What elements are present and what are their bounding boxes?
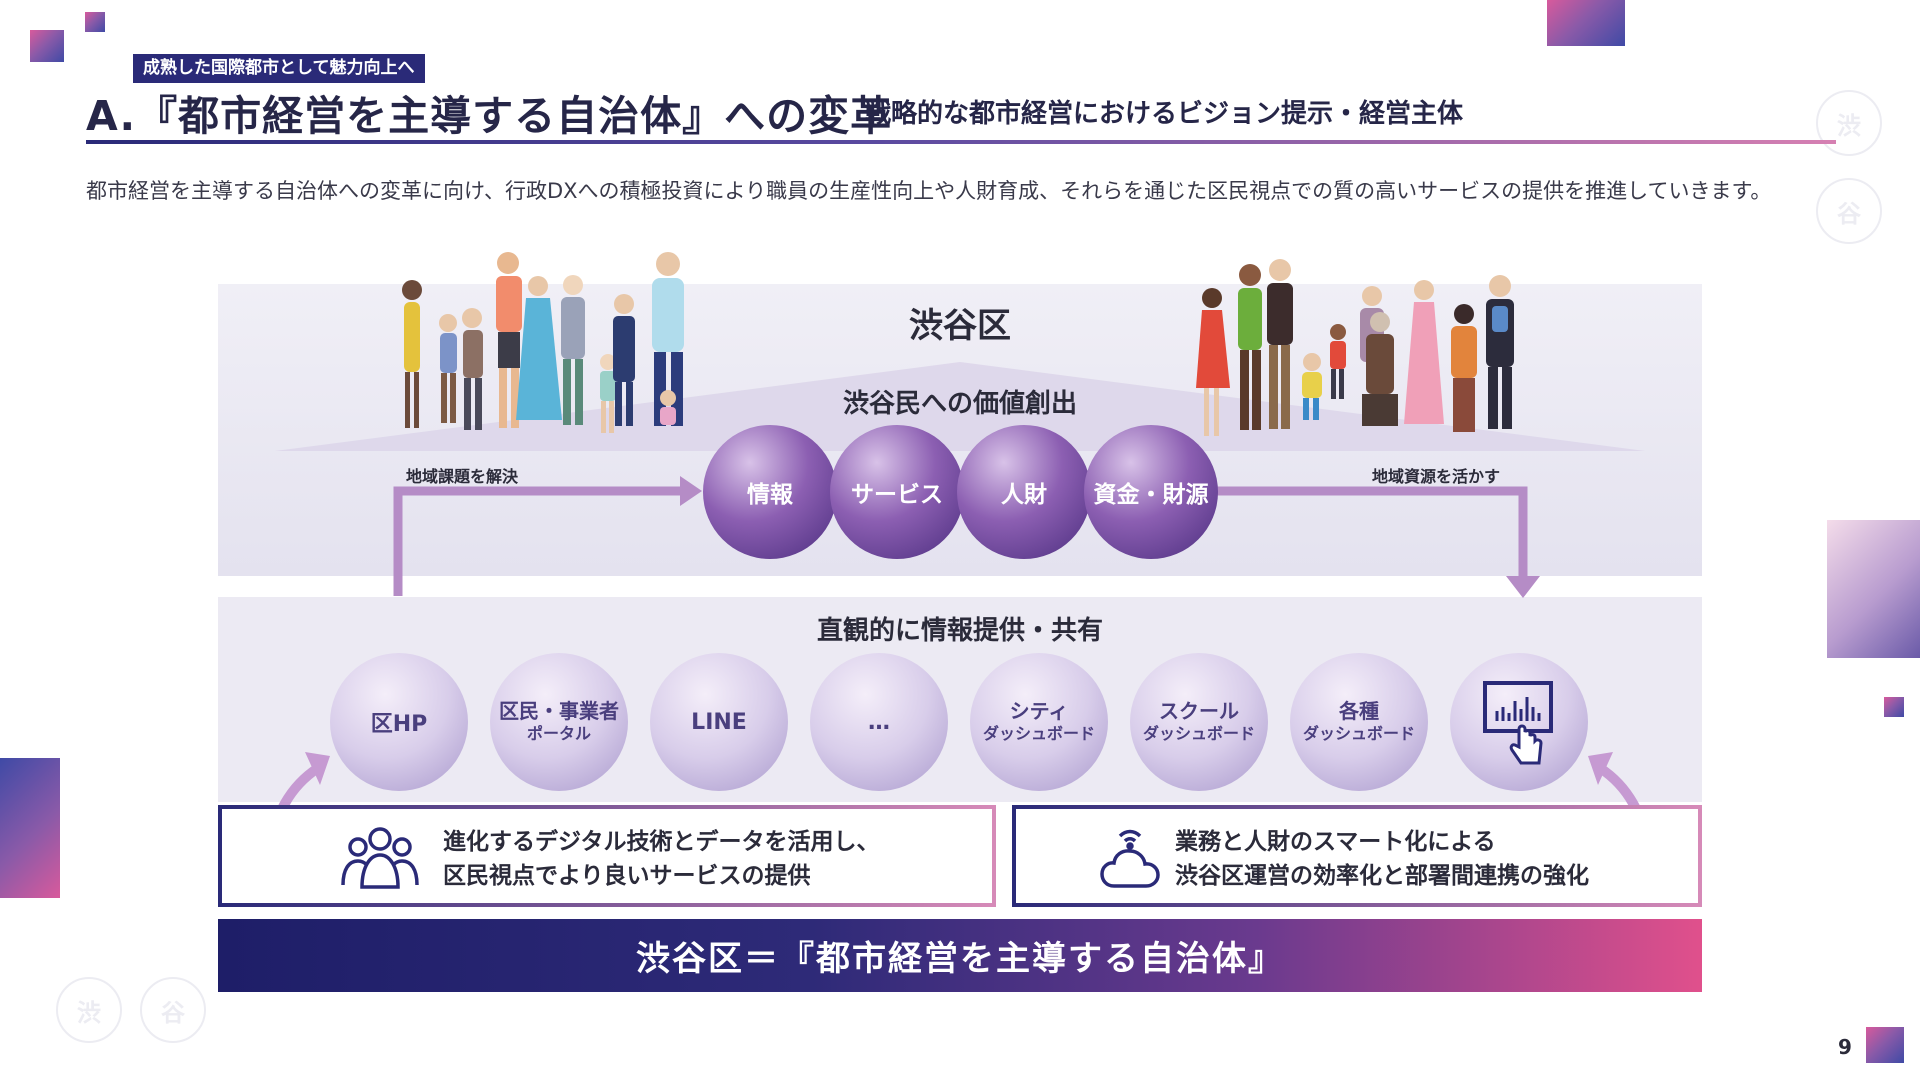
watermark-stamp: 谷 <box>140 977 206 1043</box>
page-number: 9 <box>1838 1035 1852 1059</box>
title-rule <box>86 140 1836 144</box>
value-creation-title: 渋谷民への価値創出 <box>842 389 1077 419</box>
conclusion-banner: 渋谷区＝『都市経営を主導する自治体』 <box>218 919 1702 992</box>
decor-square <box>85 12 105 32</box>
channel-label: 各種 <box>1339 699 1379 723</box>
channel-label: LINE <box>691 709 747 735</box>
curved-arrow-right-head <box>1588 752 1613 785</box>
flow-arrow-left <box>393 486 680 596</box>
citizens-illustration-left <box>402 252 684 433</box>
decor-square <box>0 758 60 898</box>
channel-school-dashboard: スクール ダッシュボード <box>1130 653 1268 791</box>
channel-label: … <box>868 709 890 735</box>
decor-square <box>30 30 64 62</box>
channel-line: LINE <box>650 653 788 791</box>
channel-sublabel: ダッシュボード <box>1302 724 1415 743</box>
digital-service-box <box>218 805 996 907</box>
curved-arrow-left-head <box>305 752 330 785</box>
roof-shape <box>275 362 1645 451</box>
decor-square <box>1547 0 1625 46</box>
digital-service-line1: 進化するデジタル技術とデータを活用し、 <box>443 829 880 855</box>
channel-resident-portal: 区民・事業者 ポータル <box>490 653 628 791</box>
page-title: A.『都市経営を主導する自治体』への変革 <box>86 92 893 140</box>
watermark-stamp: 渋 <box>56 977 122 1043</box>
watermark-stamp: 渋 <box>1816 90 1882 156</box>
channel-ward-hp: 区HP <box>330 653 468 791</box>
channel-more: … <box>810 653 948 791</box>
resource-orb-information: 情報 <box>703 425 837 559</box>
watermark-stamp: 谷 <box>1816 178 1882 244</box>
decor-square <box>1827 520 1920 658</box>
solve-issues-label: 地域課題を解決 <box>406 467 519 486</box>
leverage-resources-label: 地域資源を活かす <box>1372 467 1501 486</box>
channel-various-dashboards: 各種 ダッシュボード <box>1290 653 1428 791</box>
channel-city-dashboard: シティ ダッシュボード <box>970 653 1108 791</box>
smart-operation-line1: 業務と人財のスマート化による <box>1175 829 1496 855</box>
digital-service-line2: 区民視点でより良いサービスの提供 <box>443 863 811 889</box>
flow-arrow-right <box>1215 486 1528 576</box>
resource-orb-talent: 人財 <box>957 425 1091 559</box>
decor-square <box>1884 697 1904 717</box>
page-subtitle: 戦略的な都市経営におけるビジョン提示・経営主体 <box>865 99 1464 129</box>
channel-sublabel: ポータル <box>526 724 591 743</box>
channel-label: 区HP <box>370 712 428 737</box>
resource-orb-funding: 資金・財源 <box>1084 425 1218 559</box>
smart-operation-text: 業務と人財のスマート化による 渋谷区運営の効率化と部署間連携の強化 <box>1175 825 1589 893</box>
flow-arrow-left-head <box>680 476 702 506</box>
channel-dashboard-touch <box>1450 653 1588 791</box>
citizens-illustration-right <box>1196 259 1514 436</box>
decor-square <box>1866 1027 1904 1063</box>
channel-label: スクール <box>1159 699 1239 723</box>
channel-sublabel: ダッシュボード <box>982 724 1095 743</box>
category-tag: 成熟した国際都市として魅力向上へ <box>133 54 425 83</box>
wifi-cloud-icon <box>1100 829 1160 888</box>
district-name: 渋谷区 <box>909 306 1011 346</box>
smart-operation-box <box>1012 805 1702 907</box>
channel-label: シティ <box>1009 699 1069 723</box>
smart-operation-line2: 渋谷区運営の効率化と部署間連携の強化 <box>1175 863 1589 889</box>
flow-arrow-right-head <box>1506 576 1540 598</box>
resource-orb-service: サービス <box>830 425 964 559</box>
info-sharing-title: 直観的に情報提供・共有 <box>816 616 1103 646</box>
dashboard-touch-icon <box>1483 681 1553 765</box>
channel-sublabel: ダッシュボード <box>1142 724 1255 743</box>
digital-service-text: 進化するデジタル技術とデータを活用し、 区民視点でより良いサービスの提供 <box>443 825 880 893</box>
people-group-icon <box>341 827 419 889</box>
lead-text: 都市経営を主導する自治体への変革に向け、行政DXへの積極投資により職員の生産性向… <box>86 179 1772 203</box>
channel-label: 区民・事業者 <box>499 699 619 723</box>
